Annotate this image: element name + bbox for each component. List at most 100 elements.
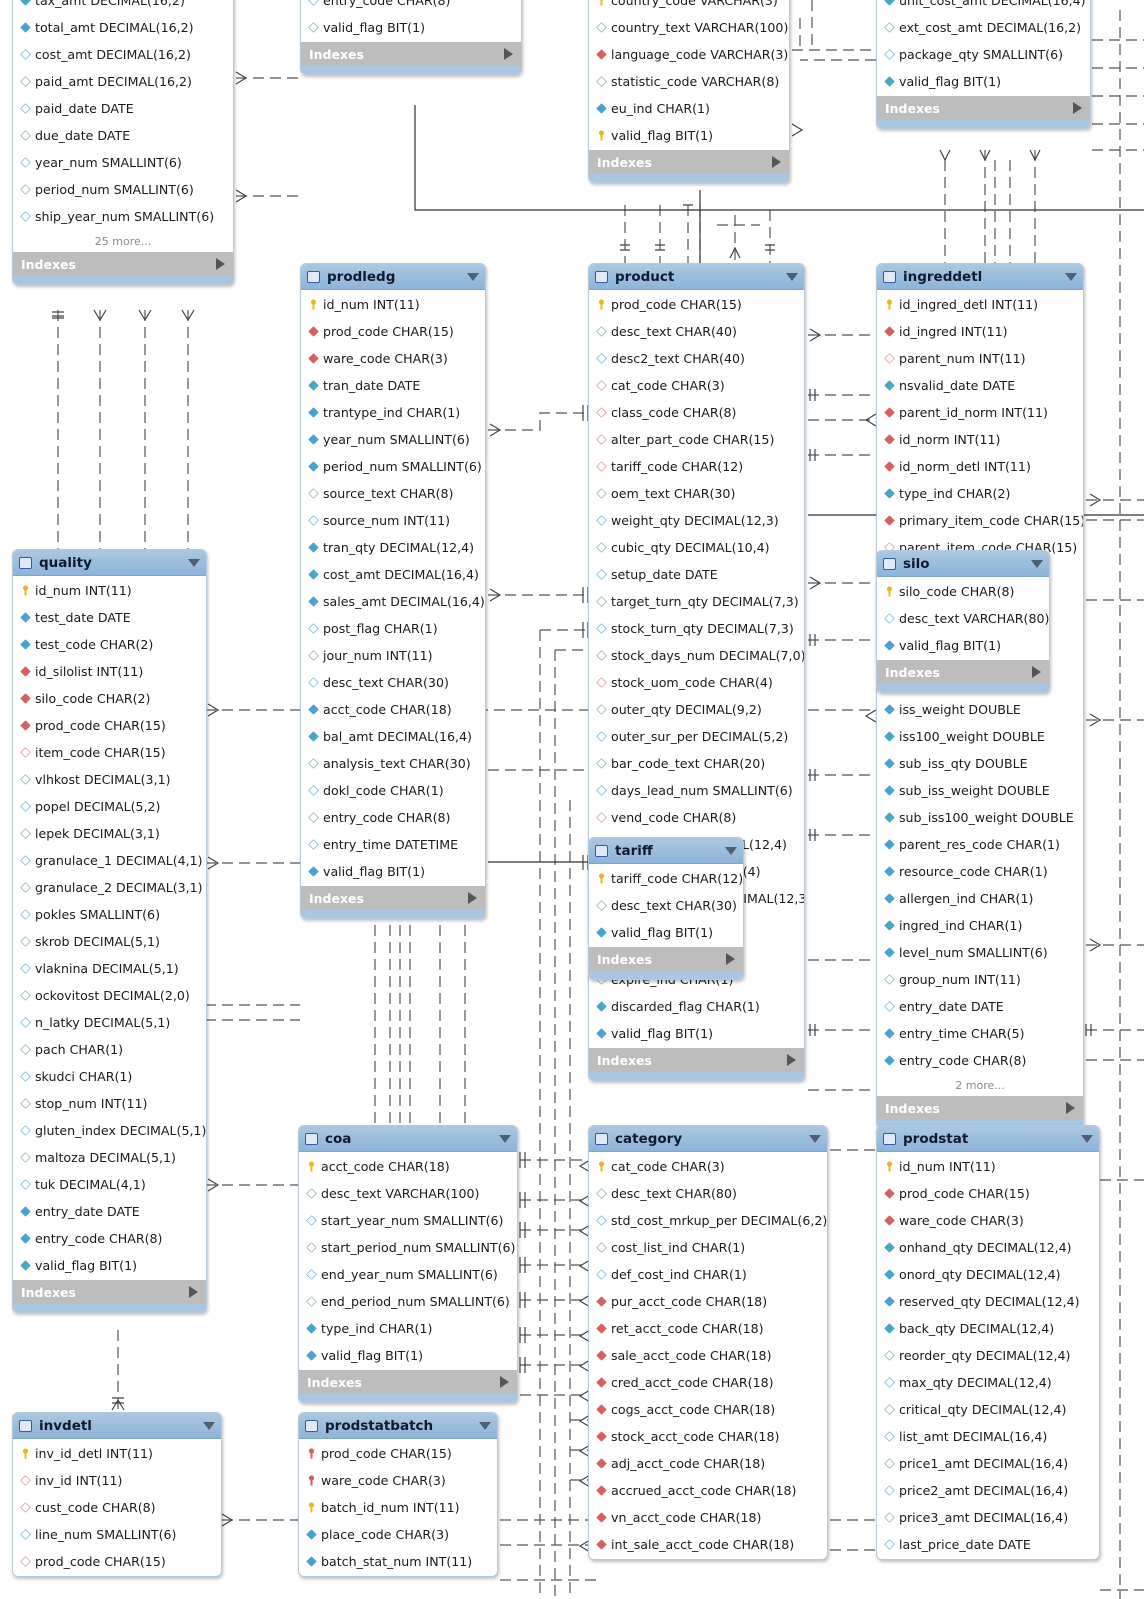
column-row[interactable]: id_norm INT(11) bbox=[877, 426, 1083, 453]
column-row[interactable]: ship_year_num SMALLINT(6) bbox=[13, 203, 233, 230]
expand-indexes-icon[interactable] bbox=[504, 48, 513, 60]
column-row[interactable]: list_amt DECIMAL(16,4) bbox=[877, 1423, 1099, 1450]
column-row[interactable]: onord_qty DECIMAL(12,4) bbox=[877, 1261, 1099, 1288]
column-row[interactable]: popel DECIMAL(5,2) bbox=[13, 793, 206, 820]
column-row[interactable]: eu_ind CHAR(1) bbox=[589, 95, 789, 122]
table-clipped-2[interactable]: country_code VARCHAR(3)country_text VARC… bbox=[588, 0, 790, 183]
column-row[interactable]: sales_amt DECIMAL(16,4) bbox=[301, 588, 485, 615]
column-row[interactable]: back_qty DECIMAL(12,4) bbox=[877, 1315, 1099, 1342]
expand-indexes-icon[interactable] bbox=[772, 156, 781, 168]
column-row[interactable]: vn_acct_code CHAR(18) bbox=[589, 1504, 827, 1531]
column-row[interactable]: nsvalid_date DATE bbox=[877, 372, 1083, 399]
column-row[interactable]: year_num SMALLINT(6) bbox=[13, 149, 233, 176]
column-row[interactable]: entry_code CHAR(8) bbox=[13, 1225, 206, 1252]
column-row[interactable]: period_num SMALLINT(6) bbox=[301, 453, 485, 480]
expand-indexes-icon[interactable] bbox=[500, 1376, 509, 1388]
column-row[interactable]: valid_flag BIT(1) bbox=[13, 1252, 206, 1279]
indexes-section[interactable]: Indexes bbox=[301, 42, 521, 66]
column-row[interactable]: entry_date DATE bbox=[13, 1198, 206, 1225]
collapse-arrow-icon[interactable] bbox=[467, 272, 479, 281]
column-row[interactable]: bal_amt DECIMAL(16,4) bbox=[301, 723, 485, 750]
column-row[interactable]: valid_flag BIT(1) bbox=[589, 919, 743, 946]
column-row[interactable]: vend_code CHAR(8) bbox=[589, 804, 804, 831]
column-row[interactable]: sub_iss_weight DOUBLE bbox=[877, 777, 1083, 804]
column-row[interactable]: ext_cost_amt DECIMAL(16,2) bbox=[877, 14, 1090, 41]
column-row[interactable]: id_num INT(11) bbox=[13, 577, 206, 604]
column-row[interactable]: tuk DECIMAL(4,1) bbox=[13, 1171, 206, 1198]
column-row[interactable]: silo_code CHAR(2) bbox=[13, 685, 206, 712]
column-row[interactable]: accrued_acct_code CHAR(18) bbox=[589, 1477, 827, 1504]
column-row[interactable]: total_amt DECIMAL(16,2) bbox=[13, 14, 233, 41]
table-header[interactable]: coa bbox=[299, 1126, 517, 1152]
column-row[interactable]: acct_code CHAR(18) bbox=[301, 696, 485, 723]
table-header[interactable]: ingreddetl bbox=[877, 264, 1083, 290]
table-header[interactable]: prodstat bbox=[877, 1126, 1099, 1152]
column-row[interactable]: statistic_code VARCHAR(8) bbox=[589, 68, 789, 95]
column-row[interactable]: class_code CHAR(8) bbox=[589, 399, 804, 426]
table-header[interactable]: category bbox=[589, 1126, 827, 1152]
column-row[interactable]: gluten_index DECIMAL(5,1) bbox=[13, 1117, 206, 1144]
column-row[interactable]: id_ingred_detl INT(11) bbox=[877, 291, 1083, 318]
column-row[interactable]: skudci CHAR(1) bbox=[13, 1063, 206, 1090]
indexes-section[interactable]: Indexes bbox=[589, 1048, 804, 1072]
column-row[interactable]: price3_amt DECIMAL(16,4) bbox=[877, 1504, 1099, 1531]
column-row[interactable]: id_ingred INT(11) bbox=[877, 318, 1083, 345]
column-row[interactable]: tariff_code CHAR(12) bbox=[589, 453, 804, 480]
column-row[interactable]: id_num INT(11) bbox=[301, 291, 485, 318]
column-row[interactable]: outer_qty DECIMAL(9,2) bbox=[589, 696, 804, 723]
column-row[interactable]: post_flag CHAR(1) bbox=[301, 615, 485, 642]
column-row[interactable]: tran_date DATE bbox=[301, 372, 485, 399]
column-row[interactable]: jour_num INT(11) bbox=[301, 642, 485, 669]
table-clipped-0[interactable]: tax_amt DECIMAL(16,2)total_amt DECIMAL(1… bbox=[12, 0, 234, 285]
column-row[interactable]: valid_flag BIT(1) bbox=[301, 14, 521, 41]
column-row[interactable]: desc_text CHAR(30) bbox=[301, 669, 485, 696]
column-row[interactable]: std_cost_mrkup_per DECIMAL(6,2) bbox=[589, 1207, 827, 1234]
column-row[interactable]: cost_list_ind CHAR(1) bbox=[589, 1234, 827, 1261]
indexes-section[interactable]: Indexes bbox=[877, 660, 1049, 684]
collapse-arrow-icon[interactable] bbox=[203, 1421, 215, 1430]
column-row[interactable]: source_num INT(11) bbox=[301, 507, 485, 534]
column-row[interactable]: desc_text VARCHAR(80) bbox=[877, 605, 1049, 632]
column-row[interactable]: prod_code CHAR(15) bbox=[13, 1548, 221, 1575]
indexes-section[interactable]: Indexes bbox=[589, 947, 743, 971]
column-row[interactable]: onhand_qty DECIMAL(12,4) bbox=[877, 1234, 1099, 1261]
column-row[interactable]: cat_code CHAR(3) bbox=[589, 372, 804, 399]
column-row[interactable]: cubic_qty DECIMAL(10,4) bbox=[589, 534, 804, 561]
column-row[interactable]: parent_res_code CHAR(1) bbox=[877, 831, 1083, 858]
table-header[interactable]: prodledg bbox=[301, 264, 485, 290]
column-row[interactable]: paid_date DATE bbox=[13, 95, 233, 122]
column-row[interactable]: level_num SMALLINT(6) bbox=[877, 939, 1083, 966]
column-row[interactable]: group_num INT(11) bbox=[877, 966, 1083, 993]
column-row[interactable]: sub_iss100_weight DOUBLE bbox=[877, 804, 1083, 831]
column-row[interactable]: desc_text VARCHAR(100) bbox=[299, 1180, 517, 1207]
column-row[interactable]: inv_id_detl INT(11) bbox=[13, 1440, 221, 1467]
column-row[interactable]: due_date DATE bbox=[13, 122, 233, 149]
expand-indexes-icon[interactable] bbox=[1073, 102, 1082, 114]
column-row[interactable]: entry_date DATE bbox=[877, 993, 1083, 1020]
indexes-section[interactable]: Indexes bbox=[301, 886, 485, 910]
table-clipped-1[interactable]: entry_code CHAR(8)valid_flag BIT(1)Index… bbox=[300, 0, 522, 75]
column-row[interactable]: dokl_code CHAR(1) bbox=[301, 777, 485, 804]
column-row[interactable]: ware_code CHAR(3) bbox=[877, 1207, 1099, 1234]
column-row[interactable]: vlhkost DECIMAL(3,1) bbox=[13, 766, 206, 793]
column-row[interactable]: pokles SMALLINT(6) bbox=[13, 901, 206, 928]
table-header[interactable]: quality bbox=[13, 550, 206, 576]
column-row[interactable]: cust_code CHAR(8) bbox=[13, 1494, 221, 1521]
table-header[interactable]: invdetl bbox=[13, 1413, 221, 1439]
collapse-arrow-icon[interactable] bbox=[809, 1134, 821, 1143]
column-row[interactable]: cred_acct_code CHAR(18) bbox=[589, 1369, 827, 1396]
column-row[interactable]: ware_code CHAR(3) bbox=[299, 1467, 497, 1494]
column-row[interactable]: id_norm_detl INT(11) bbox=[877, 453, 1083, 480]
collapse-arrow-icon[interactable] bbox=[1031, 559, 1043, 568]
indexes-section[interactable]: Indexes bbox=[299, 1370, 517, 1394]
column-row[interactable]: entry_time CHAR(5) bbox=[877, 1020, 1083, 1047]
column-row[interactable]: n_latky DECIMAL(5,1) bbox=[13, 1009, 206, 1036]
column-row[interactable]: maltoza DECIMAL(5,1) bbox=[13, 1144, 206, 1171]
column-row[interactable]: adj_acct_code CHAR(18) bbox=[589, 1450, 827, 1477]
column-row[interactable]: stop_num INT(11) bbox=[13, 1090, 206, 1117]
column-row[interactable]: silo_code CHAR(8) bbox=[877, 578, 1049, 605]
